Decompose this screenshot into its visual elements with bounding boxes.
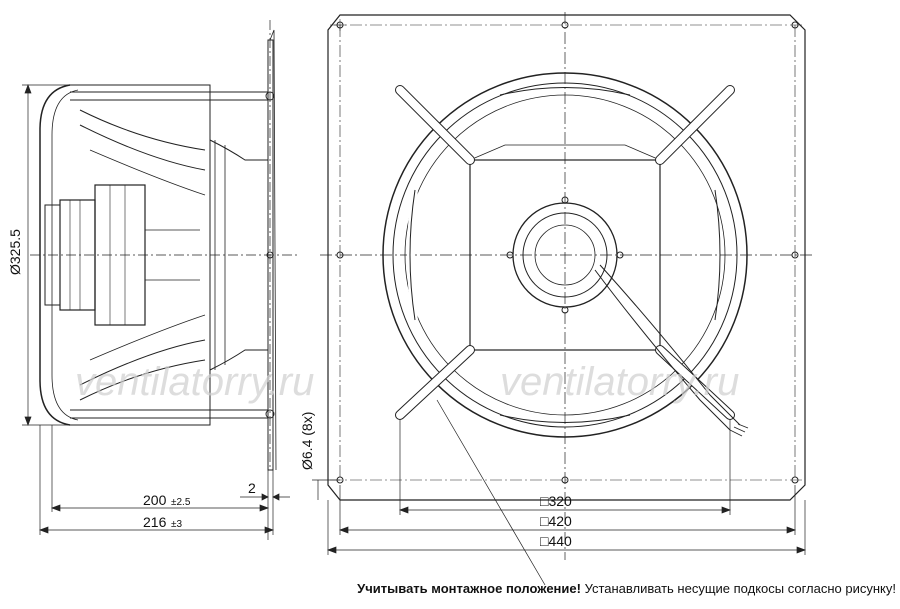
- square-320-label: □320: [540, 493, 572, 509]
- side-view: [30, 20, 300, 471]
- flange-2-label: 2: [248, 480, 256, 496]
- side-view-dimensions: [22, 84, 290, 540]
- depth-216-label: 216: [143, 514, 167, 530]
- depth-216-tolerance: ±3: [171, 519, 182, 530]
- square-420-label: □420: [540, 513, 572, 529]
- depth-200-tolerance: ±2.5: [171, 497, 191, 508]
- watermark-right: ventilatorry.ru: [500, 360, 739, 404]
- mounting-note-bold: Учитывать монтажное положение!: [357, 581, 581, 596]
- mounting-note-text: Устанавливать несущие подкосы согласно р…: [580, 581, 896, 596]
- diameter-label: Ø325.5: [7, 229, 23, 275]
- front-view: [320, 12, 815, 560]
- depth-200-label: 200: [143, 492, 167, 508]
- watermark-left: ventilatorry.ru: [75, 360, 314, 404]
- hole-diameter-label: Ø6.4 (8x): [299, 412, 315, 470]
- mounting-note: Учитывать монтажное положение! Устанавли…: [300, 581, 896, 596]
- front-view-dimensions: [312, 399, 806, 586]
- square-440-label: □440: [540, 533, 572, 549]
